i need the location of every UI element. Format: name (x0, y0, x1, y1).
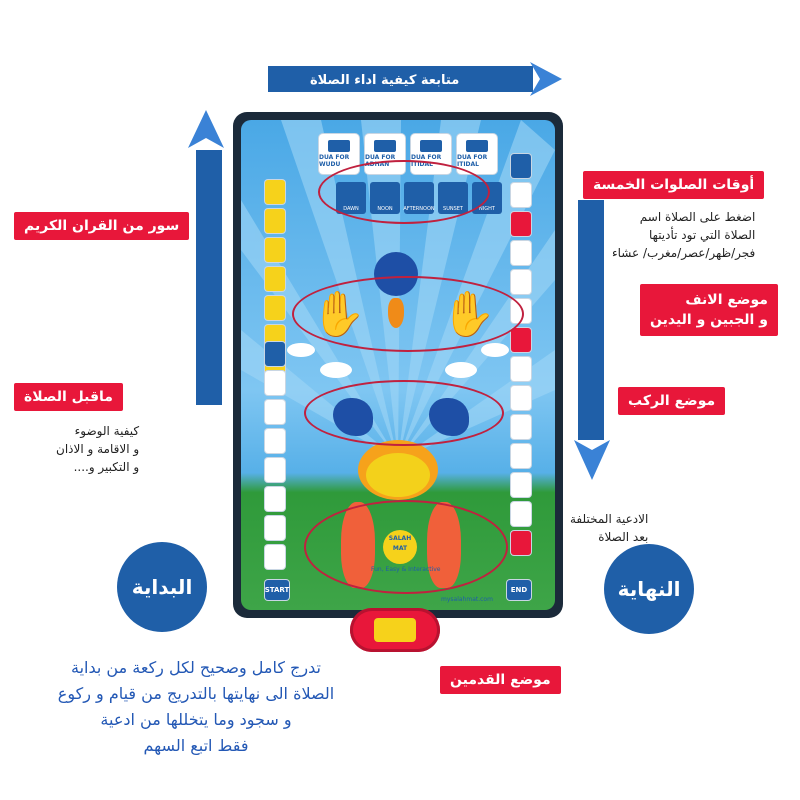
callout-nose-forehead: موضع الانف و الجبين و اليدين (640, 284, 778, 336)
step-button[interactable] (511, 183, 531, 207)
dua-button-4[interactable]: DUA FOR ITIDAL (457, 134, 497, 174)
step-button[interactable] (511, 444, 531, 468)
duas-note: الادعية المختلفة بعد الصلاة (570, 512, 649, 544)
step-button[interactable] (265, 371, 285, 395)
step-button[interactable] (511, 328, 531, 352)
step-button[interactable] (265, 516, 285, 540)
step-button[interactable] (265, 545, 285, 569)
right-step-buttons (511, 154, 531, 555)
step-button[interactable] (265, 487, 285, 511)
start-button[interactable]: START (265, 580, 289, 600)
callout-before-prayer: ماقبل الصلاة (14, 383, 123, 411)
step-button[interactable] (265, 400, 285, 424)
top-arrow-shaft (268, 66, 533, 92)
speaker-screen (374, 618, 416, 642)
bottom-description: تدرج كامل وصحيح لكل ركعة من بداية الصلاة… (57, 658, 335, 755)
up-arrow-icon (188, 110, 224, 148)
end-circle: النهاية (604, 544, 694, 634)
step-button[interactable] (265, 429, 285, 453)
hands-highlight (292, 276, 524, 352)
step-button[interactable] (511, 386, 531, 410)
step-button[interactable] (511, 357, 531, 381)
step-button[interactable] (511, 415, 531, 439)
start-circle: البداية (117, 542, 207, 632)
before-prayer-buttons (265, 342, 285, 569)
website: mysalahmat.com (441, 596, 493, 603)
callout-feet: موضع القدمين (440, 666, 561, 694)
wudu-button[interactable] (265, 342, 285, 366)
step-button[interactable] (511, 212, 531, 236)
before-prayer-note: كيفية الوضوء و الاقامة و الاذان و التكبي… (56, 424, 140, 474)
surah-button[interactable] (265, 296, 285, 320)
right-arrow-icon (530, 62, 562, 96)
callout-prayer-times: أوقات الصلوات الخمسة (583, 171, 765, 199)
surah-button[interactable] (265, 180, 285, 204)
feet-highlight (304, 500, 508, 594)
surah-button[interactable] (265, 209, 285, 233)
step-button[interactable] (511, 473, 531, 497)
top-arrow-label: متابعة كيفية اداء الصلاة (310, 73, 460, 88)
knees-highlight (304, 380, 504, 446)
step-button[interactable] (265, 458, 285, 482)
step-button[interactable] (511, 270, 531, 294)
prayer-times-note: اضغط على الصلاة اسم الصلاة التي تود تأدي… (612, 210, 756, 260)
right-arrow-shaft (578, 200, 604, 440)
callout-knees: موضع الركب (618, 387, 726, 415)
surah-button[interactable] (265, 267, 285, 291)
down-arrow-icon (574, 440, 610, 480)
step-button[interactable] (511, 502, 531, 526)
surah-button[interactable] (265, 238, 285, 262)
left-arrow-shaft (196, 150, 222, 405)
step-button[interactable] (511, 241, 531, 265)
callout-quran: سور من القران الكريم (14, 212, 190, 240)
step-button[interactable] (511, 531, 531, 555)
speaker-unit[interactable] (350, 608, 440, 652)
step-button[interactable] (511, 154, 531, 178)
end-button[interactable]: END (507, 580, 531, 600)
prayer-times-highlight (318, 160, 490, 224)
